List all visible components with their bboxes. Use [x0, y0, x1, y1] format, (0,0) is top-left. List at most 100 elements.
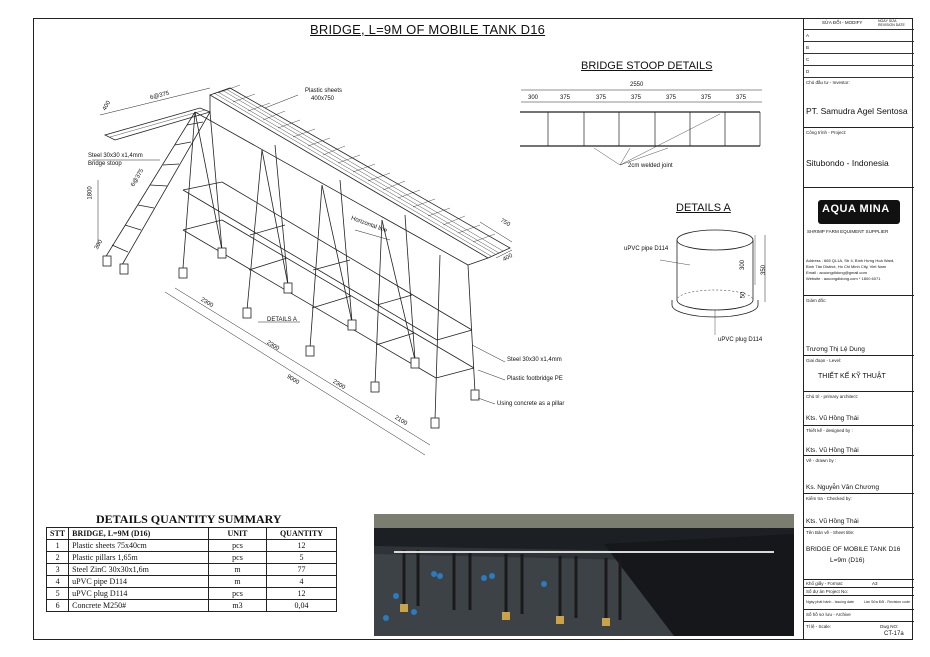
drawn-caption: Vẽ - drawn by :: [806, 458, 837, 463]
date-caption: Ngày phát hành - Issuing date: [806, 600, 854, 604]
stoop-title: BRIDGE STOOP DETAILS: [581, 60, 713, 72]
address-line-2: Bình Tân District, Ho Chi Minh City, Vie…: [806, 264, 887, 269]
cell: 4: [266, 575, 337, 588]
col-stt: STT: [45, 527, 70, 540]
details-a-300: 300: [740, 259, 747, 271]
cell: uPVC plug D114: [68, 587, 209, 600]
investor-row: Chủ đầu tư - Investor: PT. Samudra Agel …: [804, 78, 914, 128]
dwg-caption: Dwg NO:: [880, 624, 899, 629]
drawing-title: BRIDGE, L=9M OF MOBILE TANK D16: [310, 22, 546, 37]
site-photo: [374, 514, 794, 636]
stoop-seg-7: 375: [736, 95, 747, 101]
rev-row-d: D: [806, 69, 810, 74]
designer-name: Kts. Vũ Hồng Thái: [806, 447, 859, 454]
cell: Concrete M250#: [68, 599, 209, 612]
architect-row: Chủ trì - primary architect: Kts. Vũ Hồn…: [804, 392, 914, 426]
cell: 2: [45, 551, 70, 564]
checked-row: Kiểm tra - Checked by: Kts. Vũ Hồng Thái: [804, 494, 914, 528]
cell: 5: [45, 587, 70, 600]
checked-caption: Kiểm tra - Checked by:: [806, 496, 852, 501]
plastic-sheet-grid: [213, 84, 504, 257]
sheet-caption: Tên Bản vẽ - Sheet title:: [806, 530, 855, 535]
cell: m: [208, 563, 267, 576]
revision-grid: SỬA ĐỔI - MODIFY NGÀY SỬA REVISION DATE …: [804, 18, 914, 78]
stoop-seg-4: 375: [631, 95, 642, 101]
sheet-title-row: Tên Bản vẽ - Sheet title: BRIDGE OF MOBI…: [804, 528, 914, 580]
company-logo-icon: [818, 200, 900, 224]
label-details-a: DETAILS A: [267, 317, 297, 323]
cell: 77: [266, 563, 337, 576]
cell: uPVC pipe D114: [68, 575, 209, 588]
cell: 1: [45, 539, 70, 552]
phase-row: Giai đoạn - Level: THIẾT KẾ KỸ THUẬT: [804, 356, 914, 392]
checked-name: Kts. Vũ Hồng Thái: [806, 518, 859, 525]
logo-subtitle: SHRIMP FARM EQUIMENT SUPPLIER: [807, 229, 889, 234]
label-bridge-stoop: Bridge stoop: [88, 161, 122, 167]
archive-row: Số hồ sơ lưu - Archive: [804, 610, 914, 622]
sheet-title-2: L=9m (D16): [830, 557, 865, 564]
director-caption: Giám đốc:: [806, 298, 827, 303]
cell: Plastic sheets 75x40cm: [68, 539, 209, 552]
architect-caption: Chủ trì - primary architect:: [806, 394, 859, 399]
cell: 5: [266, 551, 337, 564]
drawn-name: Ks. Nguyễn Văn Chương: [806, 484, 879, 491]
company-row: AQUA MINA SHRIMP FARM EQUIMENT SUPPLIER …: [804, 188, 914, 296]
stoop-total: 2550: [630, 82, 644, 88]
dwg-number: CT-17a: [884, 631, 904, 637]
cell: pcs: [208, 551, 267, 564]
project-row: Công trình - Project: Situbondo - Indone…: [804, 128, 914, 188]
cell: 6: [45, 599, 70, 612]
frame-5: [434, 254, 476, 421]
table-header-row: STT BRIDGE, L=9M (D16) UNIT QUANTITY: [45, 527, 337, 540]
revision-caption: Lần Sửa Đổi - Revision code: [864, 600, 910, 604]
rev-row-a: A: [806, 33, 810, 38]
scale-row: Tỉ lệ - Scale: Dwg NO: CT-17a: [804, 622, 914, 640]
details-a-title: DETAILS A: [676, 202, 731, 214]
label-footbridge: Plastic footbridge PE: [507, 376, 563, 382]
dimension-lines: [97, 87, 513, 456]
cell: 12: [266, 587, 337, 600]
project-no-row: Số dự án Project No:: [804, 588, 914, 596]
address-line-3: Email : aouongdidong@gmail.com: [806, 270, 867, 275]
cell: 4: [45, 575, 70, 588]
stoop-seg-3: 375: [596, 95, 607, 101]
format-caption: Khổ giấy - Format:: [806, 581, 844, 586]
details-a-pipe: uPVC pipe D114: [624, 246, 669, 252]
details-a-plug: uPVC plug D114: [718, 337, 763, 343]
sheet-title-1: BRIDGE OF MOBILE TANK D16: [806, 546, 901, 553]
label-plastic-sheets: Plastic sheets: [305, 88, 343, 94]
rev-row-c: C: [806, 57, 810, 62]
investor-caption: Chủ đầu tư - Investor:: [806, 80, 850, 85]
details-a-50: 50: [740, 291, 747, 299]
pillar-footings: [102, 247, 480, 429]
cell: 0,04: [266, 599, 337, 612]
designer-caption: Thiết kế - designed by :: [806, 428, 853, 433]
col-quantity: QUANTITY: [266, 527, 337, 540]
director-name: Trương Thị Lệ Dung: [806, 346, 865, 353]
architect-name: Kts. Vũ Hồng Thái: [806, 415, 859, 422]
archive-caption: Số hồ sơ lưu - Archive: [806, 612, 851, 617]
label-steel-stoop: Steel 30x30 x1,4mm: [88, 153, 143, 159]
summary-title: DETAILS QUANTITY SUMMARY: [96, 512, 282, 526]
stoop-weld-label: 2cm welded joint: [628, 163, 673, 169]
label-concrete-pillar: Using concrete as a pillar: [497, 401, 565, 407]
scale-caption: Tỉ lệ - Scale:: [806, 624, 832, 629]
frame-2: [246, 144, 289, 311]
cell: 3: [45, 563, 70, 576]
bridge-isometric: [92, 84, 513, 456]
rev-head-modify: SỬA ĐỔI - MODIFY: [822, 20, 863, 25]
investor-name: PT. Samudra Agel Sentosa: [806, 106, 908, 116]
col-item: BRIDGE, L=9M (D16): [68, 527, 209, 540]
cell: m: [208, 575, 267, 588]
format-value: A3: [872, 581, 878, 586]
bridge-stoop: [104, 111, 211, 266]
designer-row: Thiết kế - designed by : Kts. Vũ Hồng Th…: [804, 426, 914, 456]
rev-row-b: B: [806, 45, 810, 50]
dim-1800: 1800: [87, 186, 94, 200]
stoop-seg-5: 375: [666, 95, 677, 101]
